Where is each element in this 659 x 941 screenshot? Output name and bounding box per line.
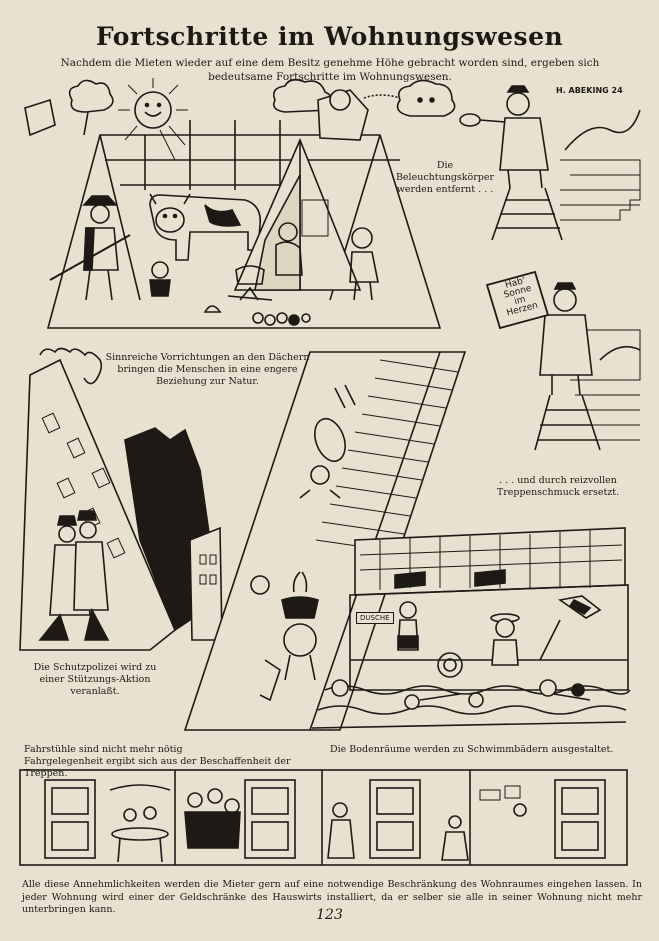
footer-text: Alle diese Annehmlichkeiten werden die M…: [22, 879, 642, 915]
panel-elevators: [183, 351, 467, 731]
caption-attic: Die Bodenräume werden zu Schwimmbädern a…: [330, 744, 614, 755]
panel-attic-pool: [311, 527, 631, 729]
page-title: Fortschritte im Wohnungswesen: [95, 22, 564, 51]
page-number: 123: [316, 907, 343, 923]
panel-cloud-man: [272, 78, 456, 141]
caption-stairs-decor: . . . und durch reizvollen Treppenschmuc…: [496, 475, 620, 498]
caption-elevators: Fahrstühle sind nicht mehr nötig Fahrgel…: [24, 744, 291, 779]
panel-bottom-strip: [19, 769, 628, 866]
panel-police: [19, 347, 223, 651]
page-subtitle: Nachdem die Mieten wieder auf eine dem B…: [60, 57, 600, 83]
caption-police: Die Schutzpolizei wird zu einer Stützung…: [33, 662, 157, 697]
panel-stair-decor: [485, 270, 641, 451]
caption-lighting: Die Beleuchtungskörper werden entfernt .…: [395, 160, 495, 195]
panel-roof-nature: [24, 78, 442, 329]
caption-roofs: Sinnreiche Vorrichtungen an den Dächern …: [105, 352, 310, 387]
panel-lighting: [459, 85, 641, 241]
artist-signature: H. ABEKING 24: [556, 86, 623, 95]
dusche-sign: DUSCHE: [356, 612, 394, 624]
